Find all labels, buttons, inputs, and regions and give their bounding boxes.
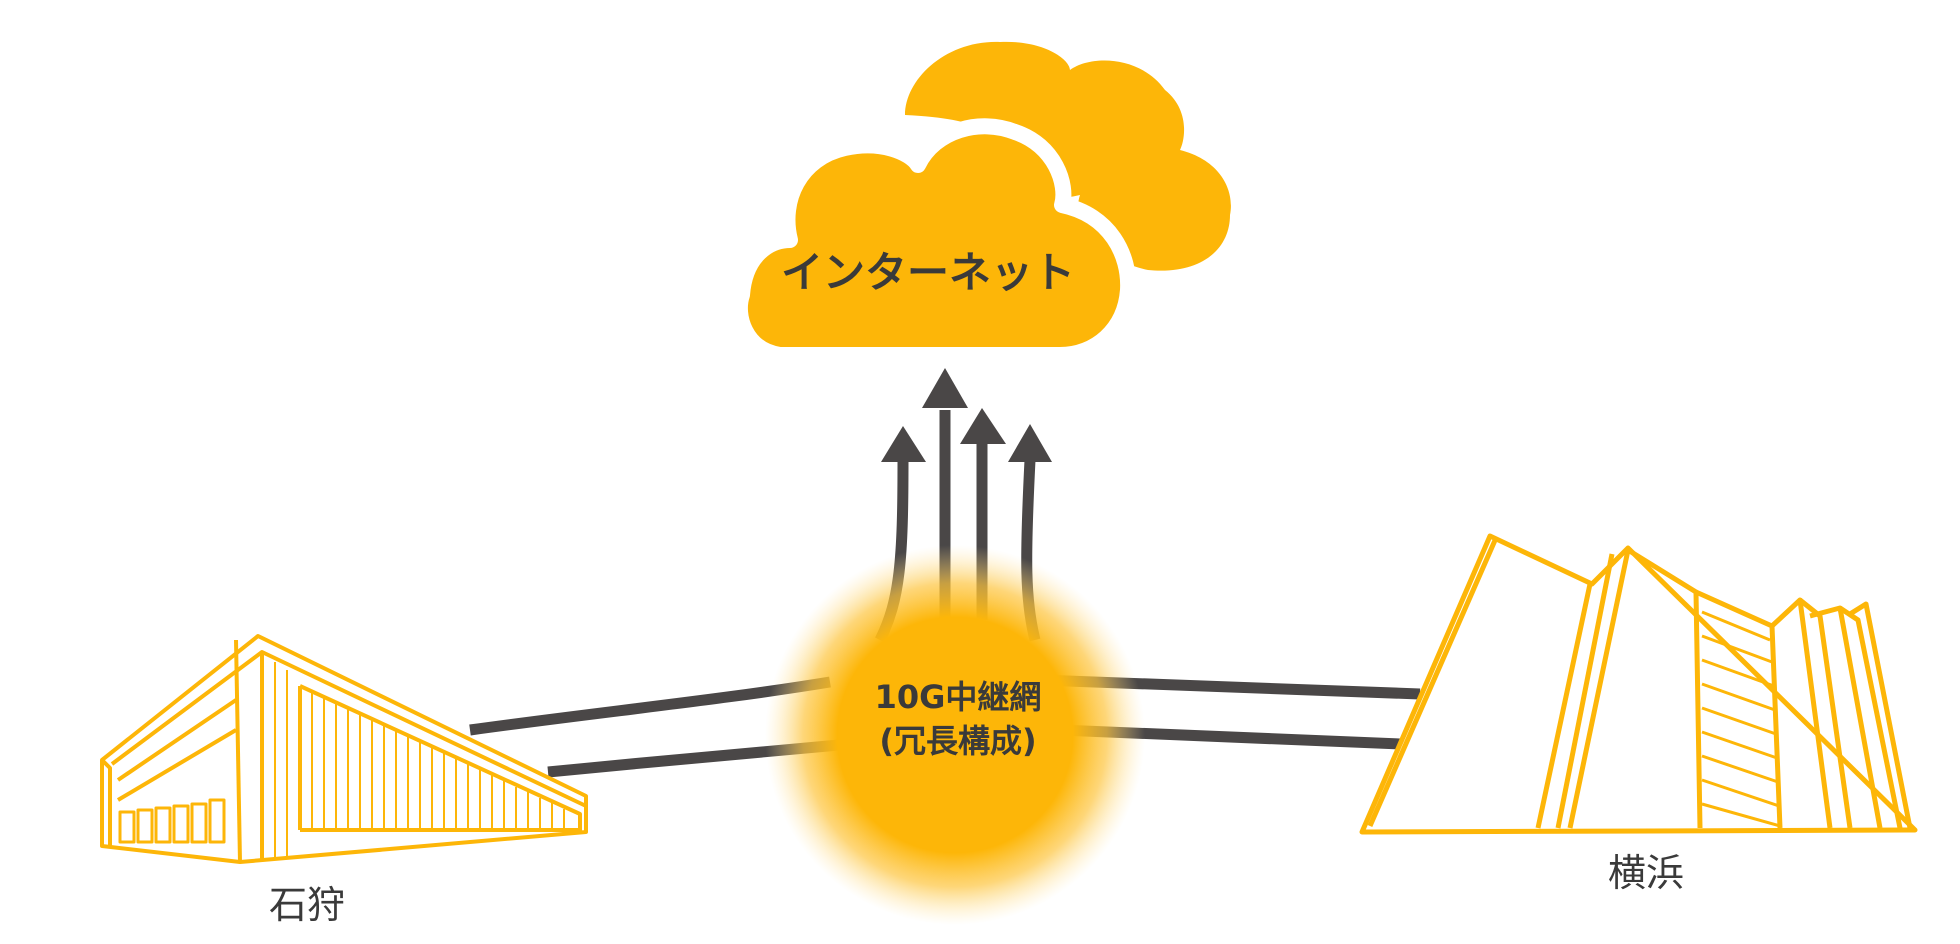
back-cloud [905, 41, 1231, 271]
hub-glow [765, 545, 1145, 925]
site-left-label: 石狩 [269, 883, 345, 927]
site-right-label: 横浜 [1608, 851, 1684, 895]
cloud-label: インターネット [781, 248, 1075, 297]
internet-cloud-icon: インターネット [731, 41, 1231, 363]
uplink-arrowheads [881, 368, 1052, 462]
arrowhead-2-icon [922, 368, 968, 408]
hub-label-line2: (冗長構成) [879, 722, 1036, 760]
arrowhead-4-icon [1008, 424, 1052, 462]
front-cloud [731, 118, 1137, 363]
hub-label-line1: 10G中継網 [875, 678, 1042, 716]
yokohama-datacenter-icon [1359, 533, 1918, 835]
arrowhead-1-icon [881, 426, 926, 462]
ishikari-datacenter-icon [100, 634, 588, 864]
arrowhead-3-icon [960, 408, 1006, 444]
